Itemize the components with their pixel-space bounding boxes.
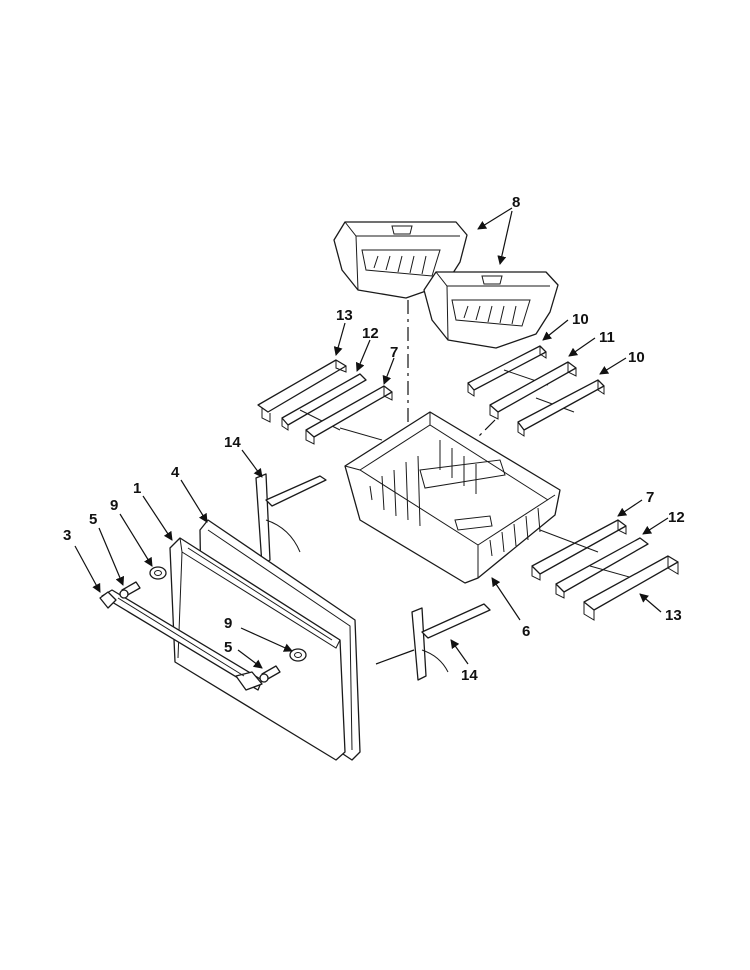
bracket-14-upper bbox=[255, 473, 327, 566]
rail-13-left bbox=[257, 359, 347, 423]
callout-7-right: 7 bbox=[646, 489, 654, 506]
spacer-9-upper bbox=[149, 566, 167, 580]
rail-10-lower bbox=[517, 379, 605, 437]
callout-14-upper: 14 bbox=[224, 434, 241, 451]
callout-1: 1 bbox=[133, 480, 141, 497]
callout-5-upper: 5 bbox=[89, 511, 97, 528]
callout-6: 6 bbox=[522, 623, 530, 640]
callout-12-right: 12 bbox=[668, 509, 685, 526]
callout-7-left: 7 bbox=[390, 344, 398, 361]
spacer-9-lower bbox=[289, 648, 307, 662]
callout-14-lower: 14 bbox=[461, 667, 478, 684]
freezer-door bbox=[169, 537, 346, 761]
rail-13-right bbox=[583, 555, 679, 621]
rail-12-left bbox=[281, 373, 367, 431]
rail-7-left bbox=[305, 385, 393, 445]
callout-9-upper: 9 bbox=[110, 497, 118, 514]
callout-10-upper: 10 bbox=[572, 311, 589, 328]
callout-5-lower: 5 bbox=[224, 639, 232, 656]
bracket-14-lower bbox=[411, 603, 491, 681]
callout-12-left: 12 bbox=[362, 325, 379, 342]
lower-basket bbox=[344, 411, 561, 584]
callout-3: 3 bbox=[63, 527, 71, 544]
rail-7-right bbox=[531, 519, 627, 581]
rail-10-upper bbox=[467, 345, 549, 397]
screw-5-upper bbox=[119, 581, 141, 599]
callout-11: 11 bbox=[599, 329, 615, 346]
leader-lines bbox=[74, 207, 669, 669]
callout-8: 8 bbox=[512, 194, 520, 211]
door-handle bbox=[99, 589, 263, 691]
callout-labels: 3 5 9 1 4 9 5 14 13 12 7 8 10 11 10 7 12… bbox=[63, 194, 685, 684]
connector-line bbox=[375, 649, 415, 665]
callout-9-lower: 9 bbox=[224, 615, 232, 632]
upper-basket-right bbox=[423, 271, 559, 349]
callout-13-left: 13 bbox=[336, 307, 353, 324]
rail-11 bbox=[489, 361, 577, 420]
callout-10-lower: 10 bbox=[628, 349, 645, 366]
callout-13-right: 13 bbox=[665, 607, 682, 624]
screw-5-lower bbox=[259, 665, 281, 683]
callout-4: 4 bbox=[171, 464, 180, 481]
